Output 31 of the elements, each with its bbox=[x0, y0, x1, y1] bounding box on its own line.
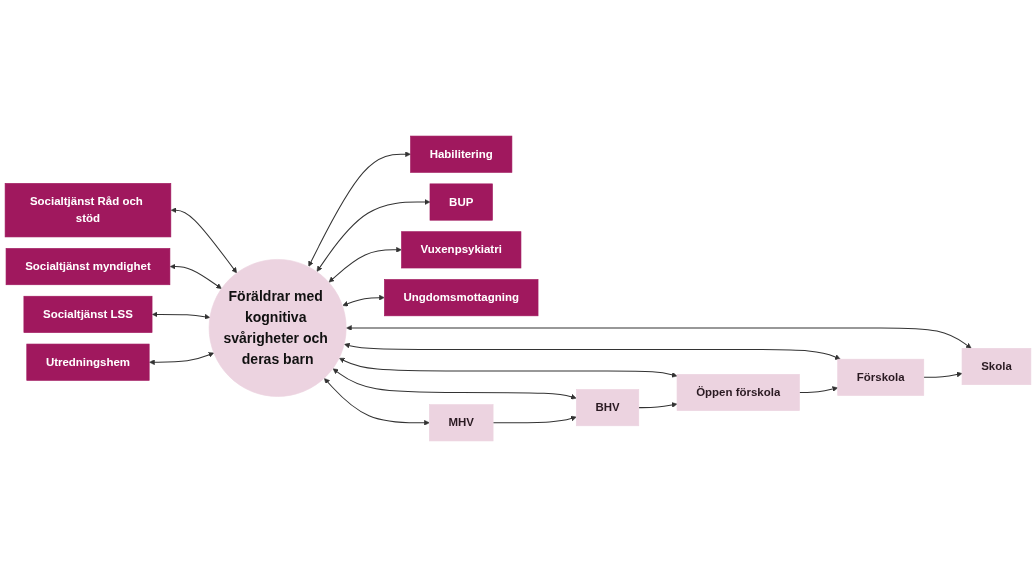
node-box: Skola bbox=[961, 348, 1032, 385]
node-box: Socialtjänst Råd och stöd bbox=[4, 183, 172, 238]
arrow bbox=[169, 263, 222, 289]
arrow bbox=[638, 402, 678, 409]
arrow bbox=[923, 371, 963, 378]
arrow bbox=[339, 357, 678, 378]
arrow bbox=[308, 151, 411, 267]
arrow bbox=[328, 247, 402, 283]
node-box: BHV bbox=[575, 389, 640, 427]
arrow bbox=[332, 368, 577, 400]
node-box: BUP bbox=[429, 183, 493, 221]
arrow bbox=[344, 342, 841, 360]
node-box: Öppen förskola bbox=[676, 374, 800, 411]
arrow bbox=[798, 386, 838, 393]
arrow bbox=[324, 378, 430, 426]
node-box: Förskola bbox=[837, 358, 925, 396]
arrow bbox=[152, 311, 211, 320]
node-box: Ungdomsmottagning bbox=[384, 279, 539, 317]
arrow bbox=[342, 294, 385, 307]
node-box: Socialtjänst LSS bbox=[23, 295, 153, 333]
node-box: Socialtjänst myndighet bbox=[5, 248, 171, 286]
arrow bbox=[170, 207, 237, 274]
arrow bbox=[346, 325, 972, 349]
node-box: Utredningshem bbox=[26, 343, 150, 381]
arrow bbox=[492, 415, 577, 424]
arrow bbox=[316, 199, 431, 272]
node-box: MHV bbox=[429, 404, 494, 442]
arrow bbox=[149, 352, 215, 365]
node-box: Vuxenpsykiatri bbox=[401, 231, 522, 269]
node-box: Habilitering bbox=[410, 135, 513, 173]
node-circle: Föräldrar med kognitiva svårigheter och deras barn bbox=[208, 259, 347, 397]
